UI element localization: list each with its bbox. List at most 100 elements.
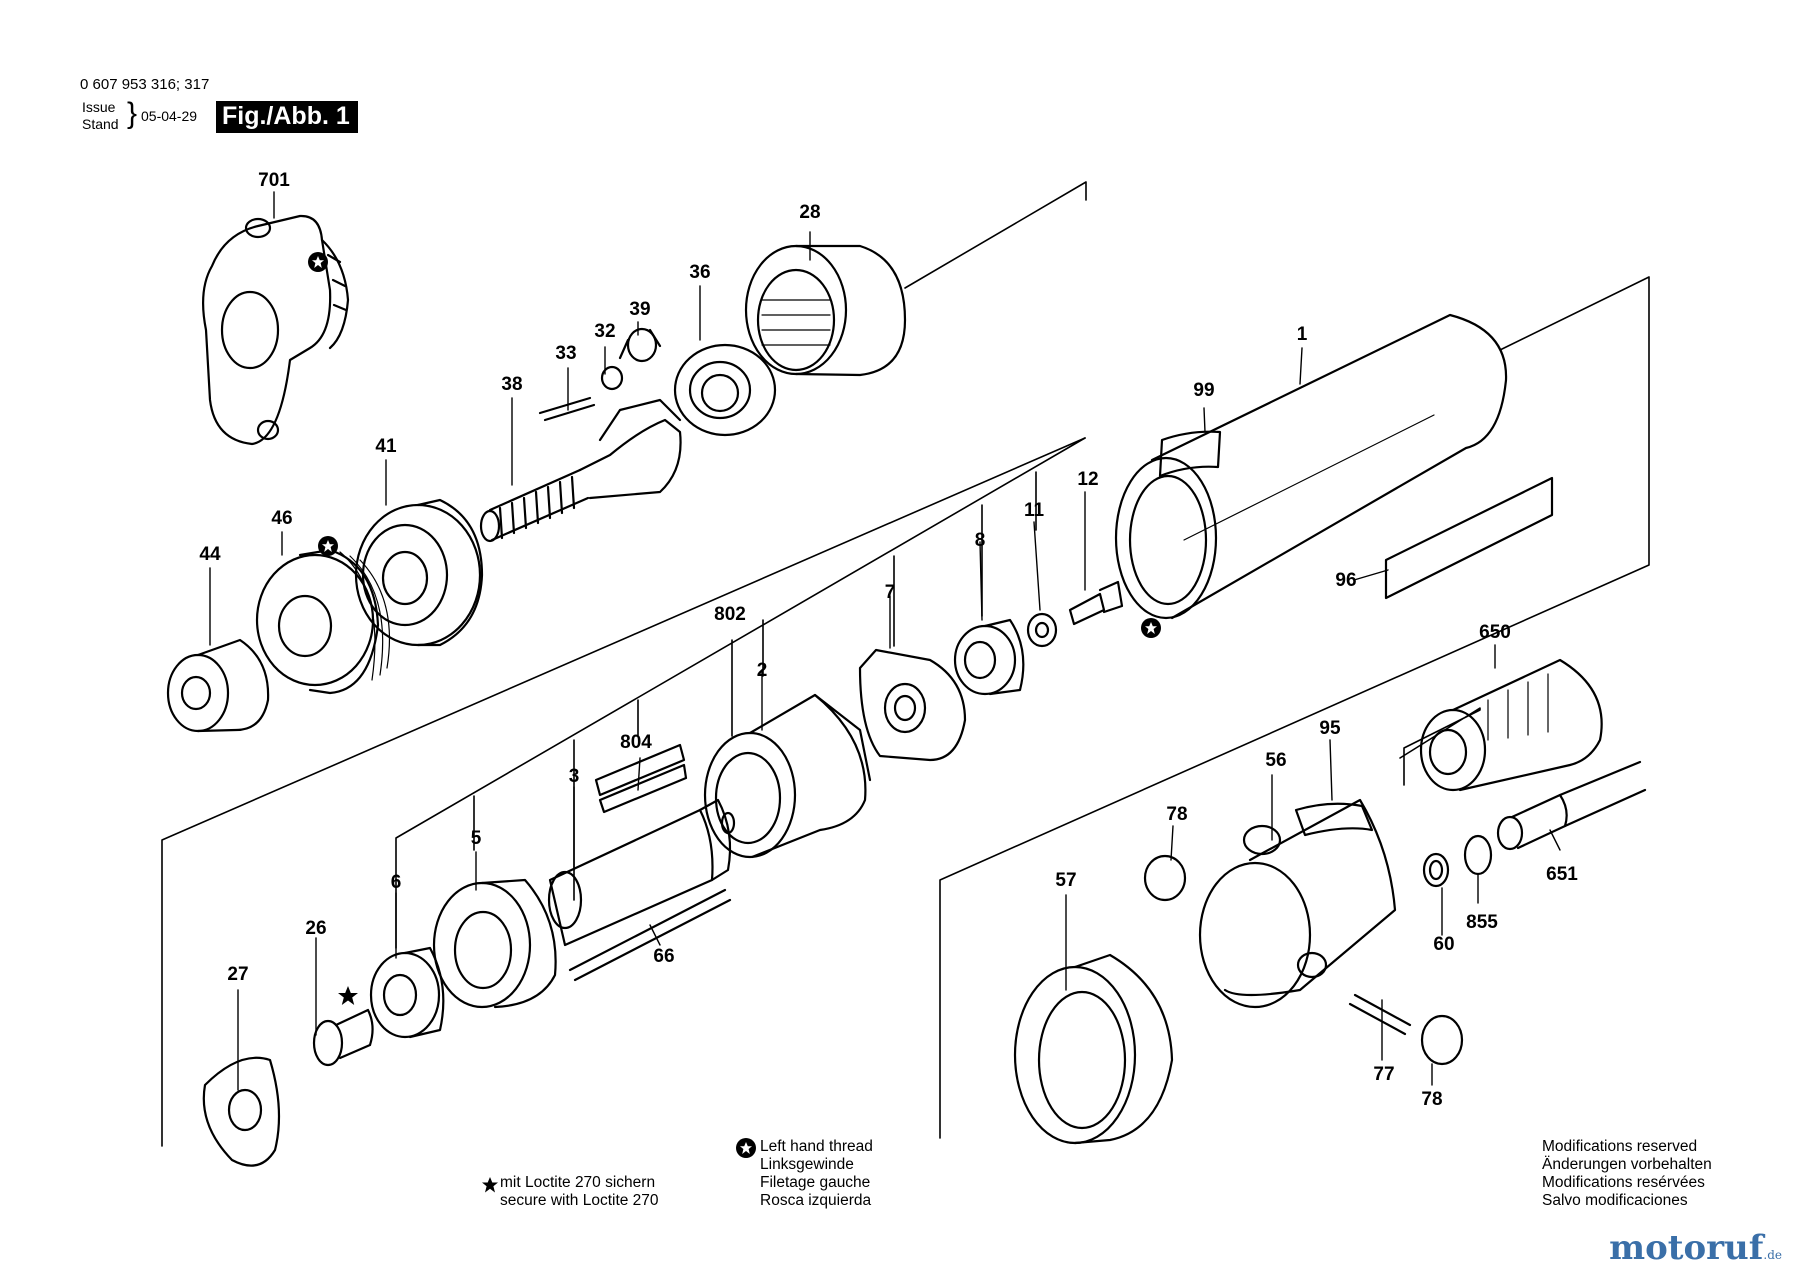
- part-27-washer: [202, 1056, 281, 1167]
- issue-date: 05-04-29: [141, 108, 198, 124]
- modifications-es: Salvo modificaciones: [1542, 1192, 1688, 1209]
- label-60: 60: [1433, 934, 1454, 955]
- part-2-cylinder: [703, 693, 872, 859]
- label-78-bottom: 78: [1421, 1089, 1442, 1110]
- label-802: 802: [714, 604, 746, 625]
- loctite-note: mit Loctite 270 sichern secure with Loct…: [500, 1174, 659, 1210]
- part-28-cylinder: [744, 244, 907, 377]
- part-701-flange: [202, 214, 350, 446]
- stand-label: Stand: [82, 116, 119, 132]
- part-77-pin: [1348, 993, 1412, 1036]
- part-7-end-plate: [858, 648, 967, 762]
- part-6-bearing: [369, 946, 445, 1039]
- part-39-pinion: [618, 327, 662, 363]
- label-6: 6: [391, 872, 402, 893]
- modifications-en: Modifications reserved: [1542, 1138, 1698, 1155]
- part-78-cap-bottom: [1420, 1014, 1464, 1066]
- part-36-bearing: [673, 343, 777, 437]
- part-46-threaded-ring: [255, 548, 390, 695]
- brace-symbol: }: [127, 97, 138, 130]
- label-33: 33: [555, 343, 576, 364]
- part-855-o-ring: [1463, 834, 1493, 876]
- part-66-pin: [568, 888, 732, 982]
- modifications-note: Modifications reserved Änderungen vorbeh…: [1542, 1138, 1712, 1210]
- label-2: 2: [757, 660, 768, 681]
- part-650-filter: [1419, 658, 1603, 792]
- left-hand-thread-symbol: [318, 536, 338, 556]
- part-95-label: [1294, 802, 1374, 837]
- left-hand-thread-symbol: [1141, 618, 1161, 638]
- part-26-pinion: [312, 1008, 374, 1067]
- leader-lines: [209, 191, 1561, 1091]
- label-41: 41: [375, 436, 397, 457]
- part-96-strip: [1384, 476, 1554, 600]
- label-44: 44: [199, 544, 221, 565]
- part-32-pinion: [600, 365, 624, 391]
- label-3: 3: [569, 766, 580, 787]
- watermark-suffix: .de: [1763, 1248, 1782, 1262]
- part-3-rotor: [547, 798, 736, 947]
- left-thread-en: Left hand thread: [760, 1138, 873, 1155]
- part-57-ring: [1013, 953, 1174, 1145]
- part-804-vanes: [594, 743, 688, 814]
- label-66: 66: [653, 946, 674, 967]
- label-39: 39: [629, 299, 650, 320]
- part-44-nut: [166, 638, 270, 733]
- label-804: 804: [620, 732, 652, 753]
- watermark-text: motoruf: [1609, 1228, 1764, 1268]
- loctite-star-symbol: [338, 986, 358, 1005]
- legend-star-icon: [482, 1177, 498, 1193]
- label-95: 95: [1319, 718, 1341, 739]
- label-32: 32: [594, 321, 615, 342]
- part-labels: 701 28 36 39 32 33 38 41 46 44 1 99 12 1…: [199, 170, 1578, 1110]
- label-56: 56: [1265, 750, 1286, 771]
- left-thread-de: Linksgewinde: [760, 1156, 854, 1173]
- modifications-de: Änderungen vorbehalten: [1542, 1156, 1712, 1173]
- part-11-washer: [1026, 612, 1058, 648]
- label-855: 855: [1466, 912, 1498, 933]
- label-701: 701: [258, 170, 290, 191]
- label-57: 57: [1055, 870, 1076, 891]
- label-96: 96: [1335, 570, 1356, 591]
- part-33-pin: [538, 396, 596, 422]
- part-number: 0 607 953 316; 317: [80, 76, 210, 93]
- part-41-bearing: [354, 498, 484, 647]
- part-56-housing: [1198, 798, 1397, 1009]
- figure-badge: Fig./Abb. 1: [216, 101, 358, 133]
- label-7: 7: [885, 582, 896, 603]
- label-12: 12: [1077, 469, 1098, 490]
- left-thread-fr: Filetage gauche: [760, 1174, 871, 1191]
- label-38: 38: [501, 374, 522, 395]
- part-60-screen: [1422, 852, 1450, 888]
- label-27: 27: [227, 964, 248, 985]
- part-78-cap-top: [1143, 854, 1187, 902]
- label-36: 36: [689, 262, 710, 283]
- part-8-bearing: [953, 618, 1025, 696]
- part-12-screw: [1068, 580, 1124, 626]
- label-5: 5: [471, 828, 482, 849]
- legend-left-thread-icon: [736, 1138, 756, 1158]
- label-28: 28: [799, 202, 820, 223]
- label-46: 46: [271, 508, 292, 529]
- left-thread-note: Left hand thread Linksgewinde Filetage g…: [760, 1138, 873, 1210]
- left-hand-thread-symbol: [308, 252, 328, 272]
- part-99-band: [1158, 430, 1222, 478]
- label-11: 11: [1024, 500, 1045, 521]
- label-26: 26: [305, 918, 326, 939]
- label-77: 77: [1373, 1064, 1394, 1085]
- watermark-logo: motoruf.de: [1609, 1228, 1782, 1268]
- assembly-frame-lines: [161, 181, 1650, 1147]
- label-99: 99: [1193, 380, 1214, 401]
- part-1-housing: [1114, 313, 1508, 620]
- modifications-fr: Modifications resérvées: [1542, 1174, 1705, 1191]
- part-651-fitting: [1496, 760, 1647, 851]
- part-5-end-plate: [432, 878, 557, 1009]
- loctite-note-en: secure with Loctite 270: [500, 1192, 659, 1209]
- part-38-spindle: [479, 398, 682, 543]
- label-1: 1: [1297, 324, 1308, 345]
- label-8: 8: [975, 530, 986, 551]
- label-78-top: 78: [1166, 804, 1187, 825]
- issue-label: Issue: [82, 99, 116, 115]
- left-thread-es: Rosca izquierda: [760, 1192, 872, 1209]
